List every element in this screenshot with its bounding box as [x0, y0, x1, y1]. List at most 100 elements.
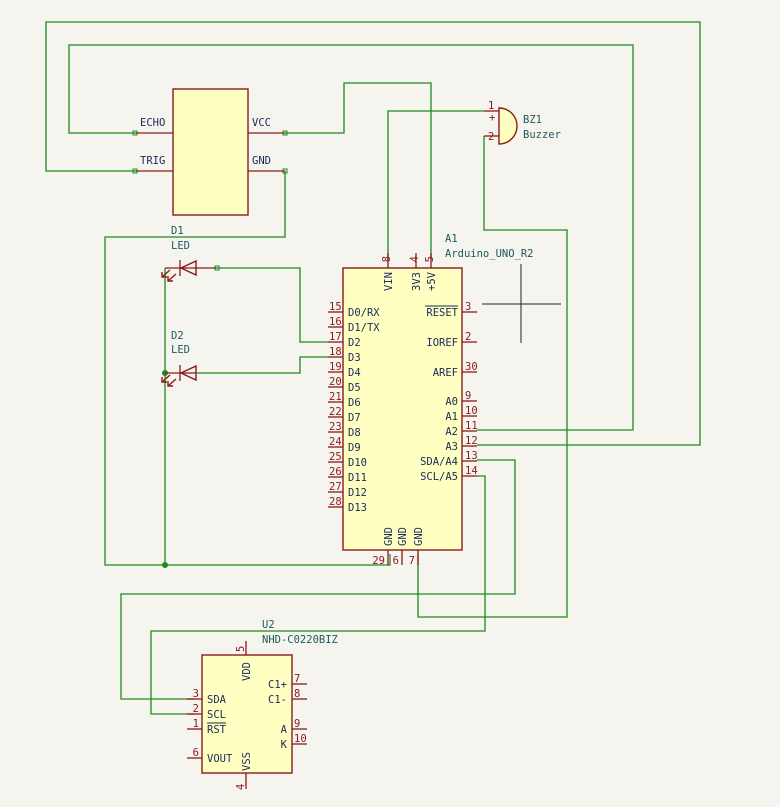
arduino-pin-d13-num: 28 — [329, 496, 342, 508]
arduino-pin-d4-num: 19 — [329, 361, 342, 373]
buzzer-body — [498, 107, 518, 145]
arduino-pin-a0-label: A0 — [445, 396, 458, 408]
arduino-pin-d1tx-label: D1/TX — [348, 322, 380, 334]
arduino-pin-a0-num: 9 — [465, 390, 471, 402]
arduino-pin-d8-num: 23 — [329, 421, 342, 433]
arduino-pin-d5-num: 20 — [329, 376, 342, 388]
arduino-pin-aref-label: AREF — [433, 367, 458, 379]
lcd-value: NHD-C0220BIZ — [262, 634, 338, 646]
lcd-pin-vss-num: 4 — [235, 784, 247, 790]
arduino-pin-gnd1-label: GND — [383, 527, 395, 546]
buzzer-value: Buzzer — [523, 129, 561, 141]
wire-d4-led2 — [196, 356, 328, 374]
arduino-pin-aref-num: 30 — [465, 361, 478, 373]
arduino-value: Arduino_UNO_R2 — [445, 248, 534, 260]
lcd-pin-sda-num: 3 — [193, 688, 199, 700]
arduino-pin-ioref-num: 2 — [465, 331, 471, 343]
arduino-pin-a2-label: A2 — [445, 426, 458, 438]
arduino-pin-d3-num: 18 — [329, 346, 342, 358]
arduino-pin-a2-num: 11 — [465, 420, 478, 432]
arduino-pin-d3-label: D3 — [348, 352, 361, 364]
arduino-pin-gnd2-label: GND — [397, 527, 409, 546]
lcd-ref: U2 — [262, 619, 275, 631]
arduino-pin-d13-label: D13 — [348, 502, 367, 514]
arduino-pin-scla5-label: SCL/A5 — [420, 471, 458, 483]
wire-vcc-5v — [285, 82, 432, 260]
lcd-pin-a-label: A — [281, 724, 288, 736]
arduino-body — [342, 267, 463, 551]
lcd-pin-k-label: K — [281, 739, 288, 751]
wire-echo-a2 — [68, 44, 634, 431]
wire-buzzer-gnd — [417, 136, 568, 618]
arduino-pin-a1-label: A1 — [445, 411, 458, 423]
sensor-body — [172, 88, 249, 216]
sensor-pin-echo: ECHO — [140, 117, 165, 129]
arduino-pin-d7-num: 22 — [329, 406, 342, 418]
led1-ref: D1 — [171, 225, 184, 237]
arduino-pin-sdaa4-label: SDA/A4 — [420, 456, 458, 468]
arduino-pin-3v3-label: 3V3 — [411, 272, 423, 291]
arduino-pin-d2-label: D2 — [348, 337, 361, 349]
arduino-pin-d12-num: 27 — [329, 481, 342, 493]
arduino-pin-d1tx-num: 16 — [329, 316, 342, 328]
arduino-pin-d11-label: D11 — [348, 472, 367, 484]
arduino-pin-d12-label: D12 — [348, 487, 367, 499]
sensor-pin-gnd: GND — [252, 155, 271, 167]
arduino-pin-gnd3-num: 7 — [409, 555, 415, 567]
arduino-pin-3v3-num: 4 — [409, 256, 421, 262]
lcd-pin-scl-num: 2 — [193, 703, 199, 715]
wires — [45, 21, 701, 715]
arduino-pin-vin-num: 8 — [381, 256, 393, 262]
lcd-pin-a-num: 9 — [294, 718, 300, 730]
arduino-pin-d10-label: D10 — [348, 457, 367, 469]
arduino-pin-d0rx-num: 15 — [329, 301, 342, 313]
arduino-pin-scla5-num: 14 — [465, 465, 478, 477]
buzzer-pin1-num: 1 — [488, 100, 494, 112]
arduino-pin-reset-num: 3 — [465, 301, 471, 313]
arduino-pin-d6-num: 21 — [329, 391, 342, 403]
lcd-bottom-pin: 4 VSS — [235, 752, 253, 790]
arduino-pin-d4-label: D4 — [348, 367, 361, 379]
arduino-pin-reset-label: RESET — [426, 307, 458, 319]
arduino-pin-5v-num: 5 — [424, 256, 436, 262]
buzzer-ref: BZ1 — [523, 114, 542, 126]
led-d2[interactable]: D2 LED — [161, 330, 197, 387]
lcd-pin-sda-label: SDA — [207, 694, 227, 706]
arduino-pin-d6-label: D6 — [348, 397, 361, 409]
led1-value: LED — [171, 240, 190, 252]
lcd-pin-scl-label: SCL — [207, 709, 226, 721]
led-d1[interactable]: D1 LED — [161, 225, 216, 282]
arduino-pin-gnd1-num: 29 — [372, 555, 385, 567]
arduino-pin-vin-label: VIN — [383, 272, 395, 291]
lcd-pin-vdd-num: 5 — [235, 646, 247, 652]
lcd-pin-vss-label: VSS — [241, 752, 253, 771]
buzzer[interactable]: 1 + 2 BZ1 Buzzer — [484, 100, 561, 145]
arduino-pin-d10-num: 25 — [329, 451, 342, 463]
arduino-pin-d0rx-label: D0/RX — [348, 307, 380, 319]
lcd-pin-rst-num: 1 — [193, 718, 199, 730]
arduino-pin-d9-num: 24 — [329, 436, 342, 448]
arduino-pin-a1-num: 10 — [465, 405, 478, 417]
led2-value: LED — [171, 344, 190, 356]
led2-ref: D2 — [171, 330, 184, 342]
lcd-pin-c1-label: C1- — [268, 694, 287, 706]
sensor-pin-vcc: VCC — [252, 117, 271, 129]
lcd-pin-rst-label: RST — [207, 724, 227, 736]
arduino-pin-d7-label: D7 — [348, 412, 361, 424]
lcd-pin-vout-num: 6 — [193, 747, 199, 759]
arduino-pin-a3-num: 12 — [465, 435, 478, 447]
arduino-right-pins: 3RESET2IOREF30AREF9A010A111A212A313SDA/A… — [420, 301, 478, 483]
arduino-pin-gnd2-num: 6 — [393, 555, 399, 567]
wire-scl — [150, 475, 486, 715]
wire-d2-led1 — [216, 267, 328, 343]
ultrasonic-sensor[interactable]: ECHO TRIG VCC GND — [136, 88, 285, 216]
arduino-pin-a3-label: A3 — [445, 441, 458, 453]
